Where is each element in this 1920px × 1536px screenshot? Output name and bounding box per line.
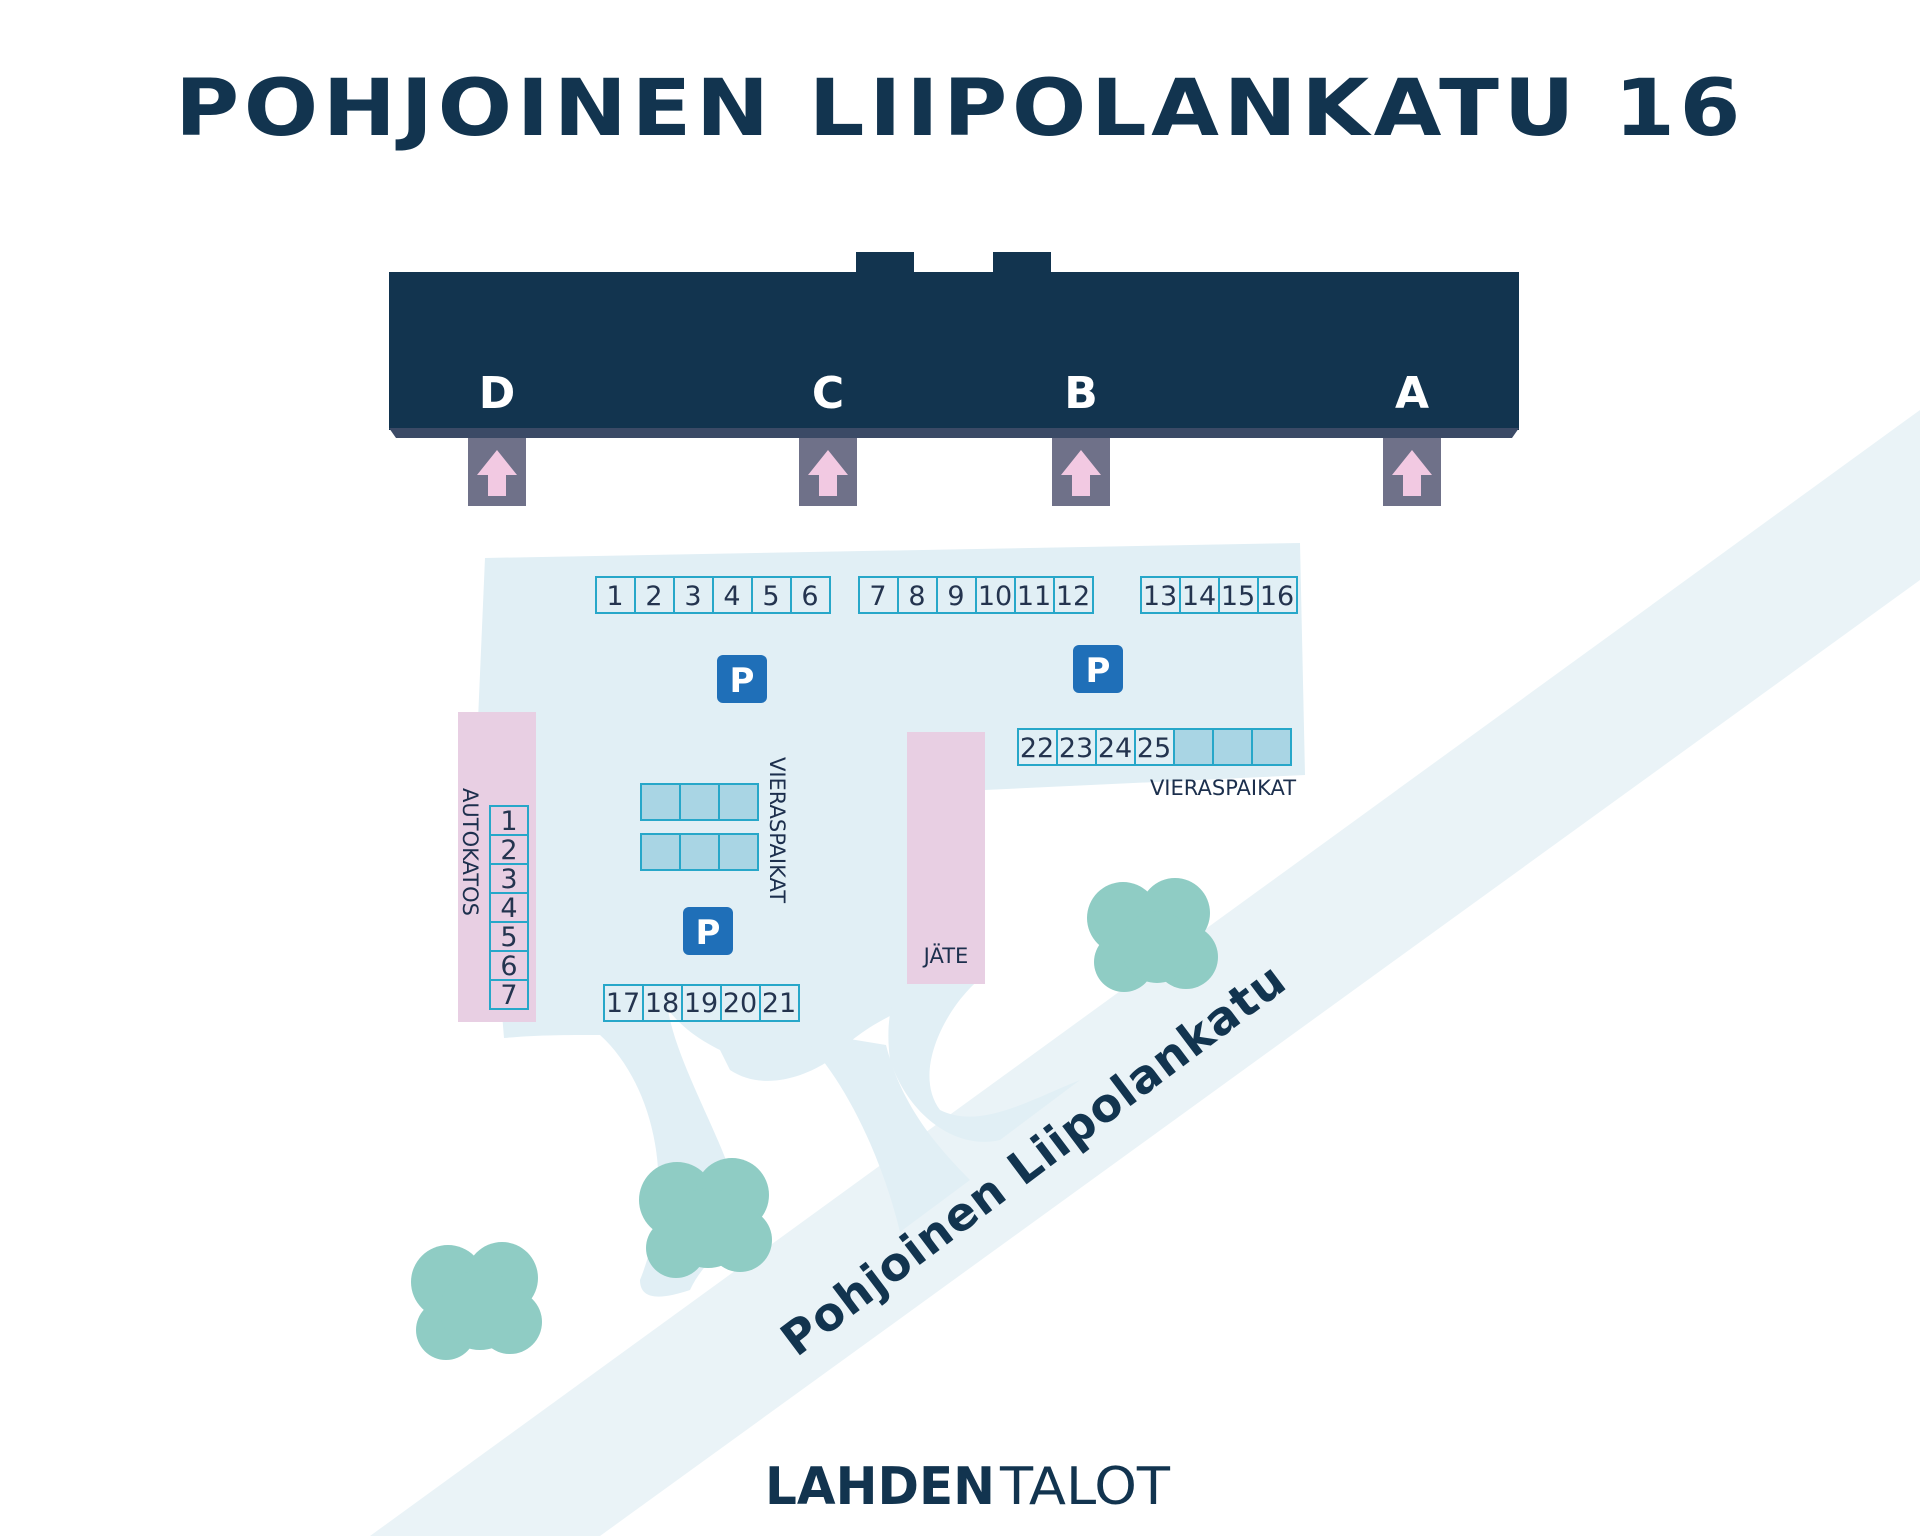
stall-number: 23 [1059, 733, 1093, 764]
entrance-d [468, 438, 526, 506]
parking-area [478, 543, 1305, 1297]
building [389, 272, 1519, 430]
entrance-label-b: B [1064, 368, 1098, 419]
stall-number: 10 [978, 581, 1012, 612]
stall-number: 14 [1182, 581, 1216, 612]
parking-row-right: 22 23 24 25 [1017, 728, 1292, 766]
entrance-label-d: D [479, 368, 516, 419]
entrance-arrow-icon [477, 450, 517, 496]
parking-row-top-2: 7 8 9 10 11 12 [858, 576, 1094, 614]
stall-number: 24 [1098, 733, 1132, 764]
stall-number: 21 [762, 988, 796, 1019]
building-eave [389, 428, 1519, 438]
stall-number: 3 [500, 864, 517, 895]
stall-number: 5 [500, 922, 517, 953]
entrance-arrow-icon [1061, 450, 1101, 496]
parking-sign: P [1073, 645, 1123, 693]
stall-number: 12 [1056, 581, 1090, 612]
stall-number: 11 [1017, 581, 1051, 612]
guest-parking-left [640, 783, 759, 871]
building-chimney [993, 252, 1051, 272]
stall-number: 1 [606, 581, 623, 612]
guest-parking-stall [640, 833, 681, 871]
carport [458, 712, 536, 1022]
parking-sign-letter: P [696, 913, 721, 953]
building-chimney [856, 252, 914, 272]
guest-parking-stall [679, 833, 720, 871]
stall-number: 20 [723, 988, 757, 1019]
stall-number: 8 [908, 581, 925, 612]
carport-stalls: 1 2 3 4 5 6 7 [489, 805, 529, 1011]
entrance-label-c: C [812, 368, 844, 419]
parking-sign: P [717, 655, 767, 703]
stall-number: 1 [500, 806, 517, 837]
stall-number: 2 [500, 835, 517, 866]
logo-text-light: TALOT [999, 1457, 1170, 1517]
guest-parking-stall [1173, 728, 1214, 766]
waste-area [907, 732, 985, 984]
parking-sign-letter: P [1086, 651, 1111, 691]
entrance-b [1052, 438, 1110, 506]
guest-parking-stall [1251, 728, 1292, 766]
stall-number: 9 [947, 581, 964, 612]
stall-number: 15 [1221, 581, 1255, 612]
driveway [795, 1030, 970, 1232]
parking-stall [489, 979, 529, 1010]
stall-number: 2 [645, 581, 662, 612]
parking-stall [790, 576, 831, 614]
entrance-arrow-icon [1392, 450, 1432, 496]
carport-label: AUTOKATOS [458, 788, 482, 916]
stall-number: 18 [645, 988, 679, 1019]
guest-parking-stall [718, 833, 759, 871]
stall-number: 7 [869, 581, 886, 612]
stall-number: 6 [801, 581, 818, 612]
entrance-a [1383, 438, 1441, 506]
stall-number: 4 [723, 581, 740, 612]
guest-parking-label-right: VIERASPAIKAT [1150, 776, 1296, 800]
stall-number: 13 [1143, 581, 1177, 612]
parking-stall [759, 984, 800, 1022]
page-title: POHJOINEN LIIPOLANKATU 16 [175, 64, 1745, 154]
guest-parking-label-left: VIERASPAIKAT [765, 757, 789, 903]
tree-icon [411, 1242, 542, 1360]
stall-number: 22 [1020, 733, 1054, 764]
guest-parking-stall [640, 783, 681, 821]
stall-number: 6 [500, 951, 517, 982]
guest-parking-stall [679, 783, 720, 821]
driveway-right [888, 975, 1080, 1142]
stall-number: 7 [500, 980, 517, 1011]
stall-number: 16 [1260, 581, 1294, 612]
tree-icon [639, 1158, 772, 1278]
lahdentalot-logo: LAHDEN TALOT [765, 1457, 1170, 1517]
stall-number: 3 [684, 581, 701, 612]
tree-icon [1087, 878, 1218, 992]
entrance-arrow-icon [808, 450, 848, 496]
parking-row-bottom: 17 18 19 20 21 [603, 984, 800, 1022]
parking-stall [1053, 576, 1094, 614]
entrance-label-a: A [1395, 368, 1429, 419]
parking-row-top-1: 1 2 3 4 5 6 [595, 576, 831, 614]
waste-label: JÄTE [922, 943, 969, 968]
stall-number: 4 [500, 893, 517, 924]
stall-number: 5 [762, 581, 779, 612]
parking-sign: P [683, 907, 733, 955]
parking-row-top-3: 13 14 15 16 [1140, 576, 1298, 614]
guest-parking-stall [718, 783, 759, 821]
stall-number: 25 [1137, 733, 1171, 764]
guest-parking-stall [1212, 728, 1253, 766]
parking-sign-letter: P [730, 661, 755, 701]
logo-text-bold: LAHDEN [765, 1457, 995, 1517]
entrance-c [799, 438, 857, 506]
parking-stall [1257, 576, 1298, 614]
stall-number: 19 [684, 988, 718, 1019]
stall-number: 17 [606, 988, 640, 1019]
